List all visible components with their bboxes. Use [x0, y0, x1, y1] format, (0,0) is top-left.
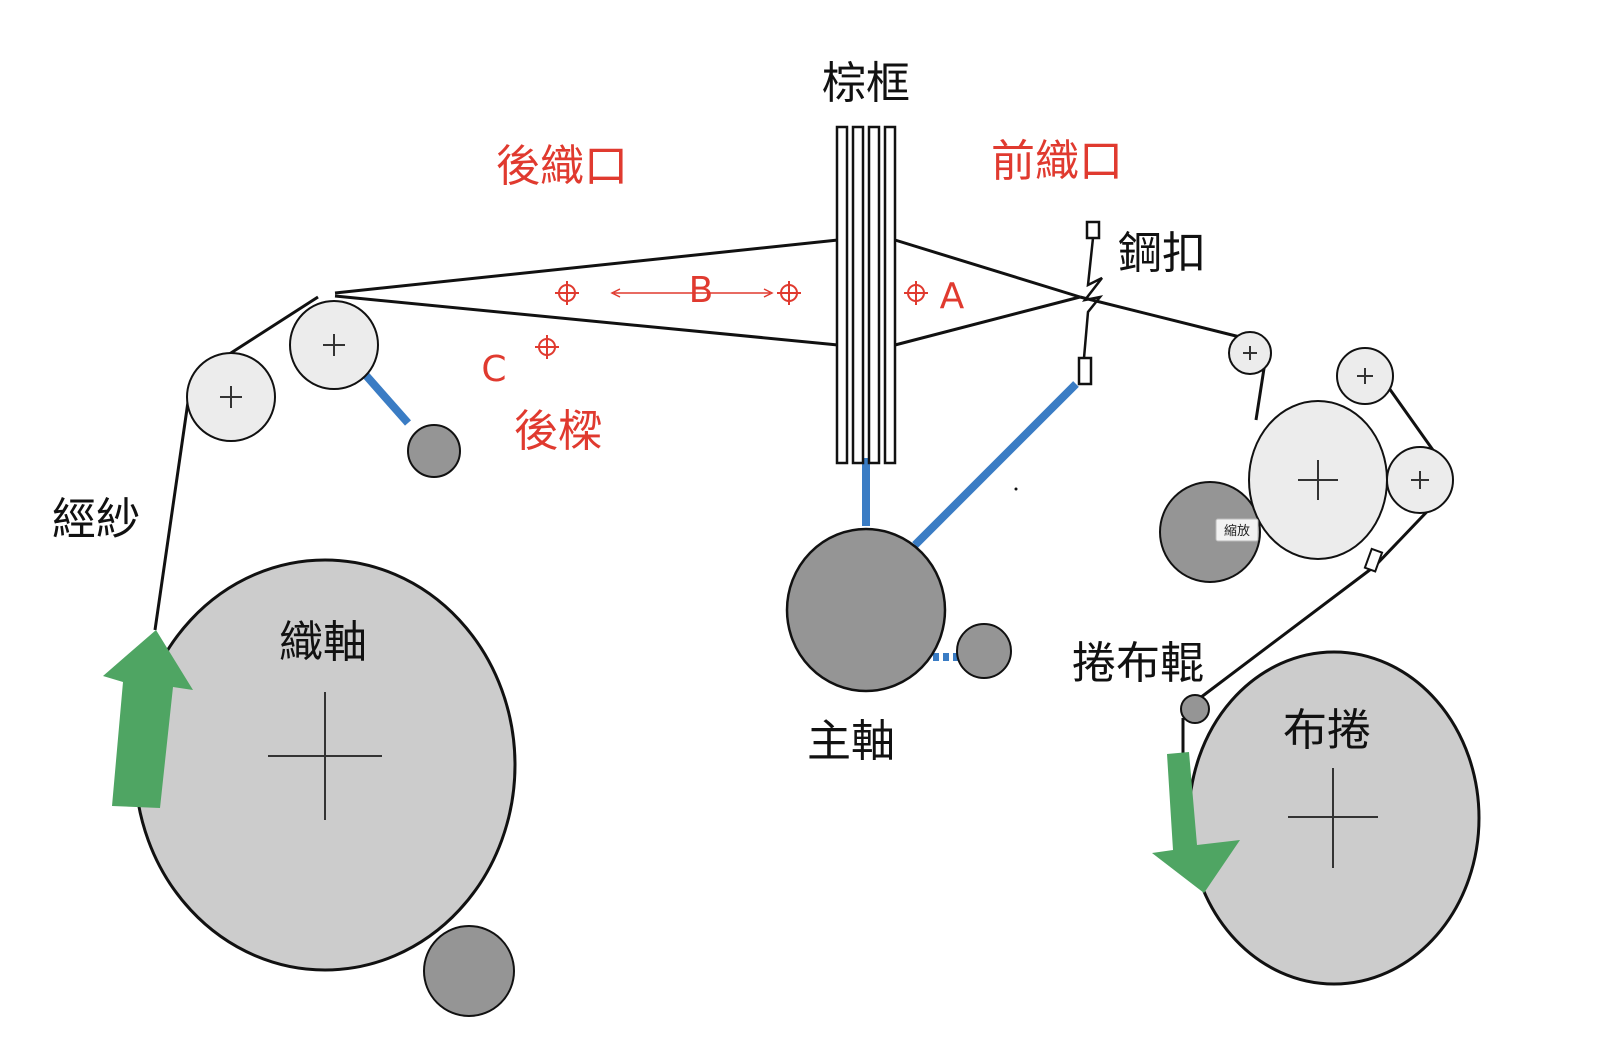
front-shed-label: 前織口 — [991, 136, 1123, 187]
main-shaft-wheel — [785, 527, 947, 693]
take-up-roller-label: 捲布輥 — [1072, 638, 1204, 689]
cloth-roll-center-icon — [1288, 768, 1378, 868]
point-a-label: A — [940, 276, 965, 317]
guide-roller-left-plus-icon — [220, 386, 242, 408]
point-b-label: B — [689, 270, 714, 311]
reed-label: 鋼扣 — [1118, 228, 1206, 279]
warp-direction-arrow-up-icon — [103, 630, 193, 808]
zoom-tooltip-label: 縮放 — [1224, 523, 1250, 539]
point-c-label: C — [481, 349, 506, 390]
warp-beam-label: 織軸 — [279, 617, 367, 668]
cloth-roll-label: 布捲 — [1283, 705, 1371, 756]
point-c-crosshair-icon — [535, 335, 559, 359]
reed-link — [912, 381, 1079, 548]
heddle-frame-label: 棕框 — [822, 58, 910, 109]
warp-beam-center-icon — [268, 692, 382, 820]
main-shaft-label: 主軸 — [807, 716, 895, 767]
distance-b-arrow-icon — [610, 288, 774, 298]
lower-tension-roller-plus-icon — [1411, 471, 1429, 489]
cloth-direction-arrow-down-icon — [1152, 752, 1240, 893]
heddle-frames — [835, 125, 897, 465]
take-up-main-roller-plus-icon — [1298, 460, 1338, 500]
back-rest-roller-plus-icon — [323, 334, 345, 356]
point-b-start-crosshair-icon — [555, 281, 579, 305]
upper-tension-roller-plus-icon — [1357, 368, 1373, 384]
main-shaft-gear — [956, 623, 1012, 679]
back-rest-link — [360, 369, 411, 426]
take-up-guide-roller — [1180, 694, 1210, 724]
warp-beam-press-roller — [423, 925, 515, 1017]
small-guide-roller-right-plus-icon — [1243, 346, 1257, 360]
point-a-crosshair-icon — [904, 281, 928, 305]
zoom-tooltip: 縮放 — [1215, 518, 1259, 542]
warp-yarn-label: 經紗 — [52, 494, 140, 545]
reed — [1077, 220, 1104, 386]
back-rest-pivot — [407, 424, 461, 478]
back-rest-label: 後樑 — [514, 406, 602, 457]
yarn-guide-clip — [1363, 547, 1384, 573]
take-up-pressure-roller — [1159, 481, 1261, 583]
point-b-end-crosshair-icon — [777, 281, 801, 305]
back-shed-label: 後織口 — [496, 141, 628, 192]
position-markers — [535, 281, 928, 359]
marker-dot — [1014, 487, 1018, 491]
